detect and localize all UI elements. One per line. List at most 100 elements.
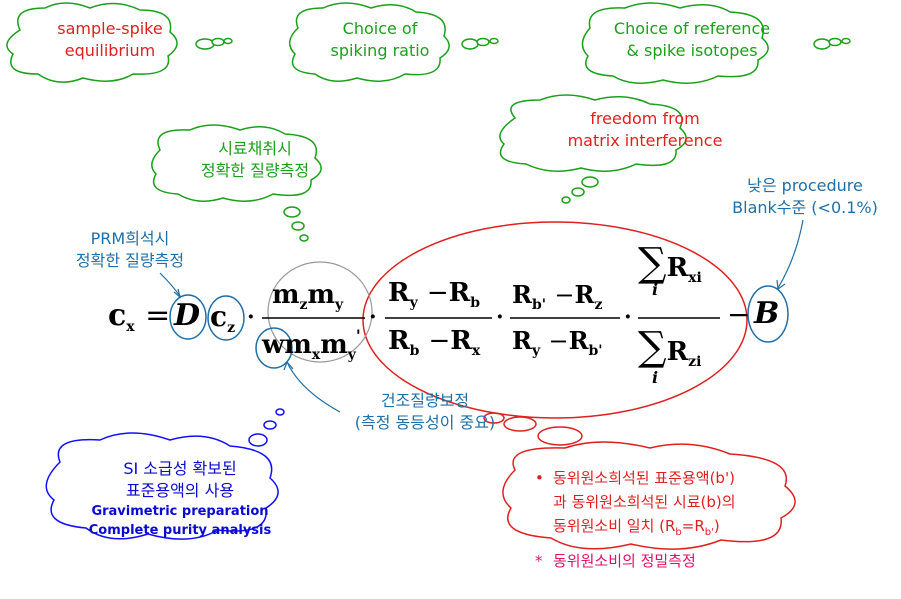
isotope-sub-bp: b' bbox=[704, 527, 714, 538]
red-ellipse bbox=[362, 221, 748, 419]
cloud-isotope bbox=[483, 412, 796, 550]
sampling-line1: 시료채취시 bbox=[218, 139, 292, 158]
reference-text: Choice of reference & spike isotopes bbox=[592, 18, 792, 62]
isotope-item1: • 동위원소희석된 표준용액(b') 과 동위원소희석된 시료(b)의 동위원소… bbox=[535, 466, 855, 545]
cloud-matrix bbox=[499, 94, 687, 204]
prm-line1: PRM희석시 bbox=[90, 229, 170, 248]
dot-1: · bbox=[247, 304, 255, 330]
isotope-line1: 동위원소희석된 표준용액(b') bbox=[553, 469, 735, 487]
bullet-dot: • bbox=[535, 469, 544, 487]
mz: m bbox=[272, 280, 300, 310]
reference-line2: & spike isotopes bbox=[626, 41, 758, 60]
isotope-line3c: ) bbox=[713, 517, 720, 535]
i-bottom: i bbox=[652, 368, 659, 387]
circle-D bbox=[169, 294, 207, 340]
my-sub: y bbox=[334, 297, 344, 313]
prm-note: PRM희석시 정확한 질량측정 bbox=[55, 228, 205, 272]
bullet-star: * bbox=[535, 552, 543, 570]
formula-B: B bbox=[754, 296, 780, 331]
circle-B bbox=[747, 285, 789, 343]
dot-4: · bbox=[624, 304, 632, 330]
grey-circle bbox=[267, 261, 373, 363]
dot-3: · bbox=[496, 304, 504, 330]
minus-2: − bbox=[428, 326, 451, 356]
cloud-sample-spike bbox=[6, 2, 233, 83]
dot-2: · bbox=[369, 304, 377, 330]
den-2: Rb −Rx bbox=[388, 326, 480, 359]
Rbp-sub: b' bbox=[531, 297, 547, 313]
minus-1: − bbox=[426, 278, 449, 308]
Rbp2-sub: b' bbox=[588, 343, 603, 359]
cz-letter: c bbox=[210, 300, 228, 333]
Rb-sub: b bbox=[470, 295, 481, 311]
Rx: R bbox=[450, 326, 472, 356]
matrix-text: freedom from matrix interference bbox=[545, 108, 745, 152]
num-4: ∑Rxi i bbox=[638, 240, 702, 299]
num-1: mzmy bbox=[272, 280, 343, 313]
cloud-reference bbox=[581, 2, 851, 84]
isotope-item2: * 동위원소비의 정밀측정 bbox=[535, 549, 855, 573]
prime: ' bbox=[355, 326, 361, 345]
spiking-ratio-text: Choice of spiking ratio bbox=[300, 18, 460, 62]
isotope-line3a: 동위원소비 일치 (R bbox=[553, 517, 676, 535]
Ry2: R bbox=[512, 326, 532, 355]
Rbp: R bbox=[512, 280, 532, 309]
Ry: R bbox=[388, 278, 410, 308]
blank-note: 낮은 procedure Blank수준 (<0.1%) bbox=[725, 175, 885, 219]
i-top: i bbox=[652, 280, 659, 299]
sample-spike-line2: equilibrium bbox=[64, 41, 156, 60]
cloud-si bbox=[45, 408, 285, 540]
formula-D: D bbox=[174, 298, 201, 333]
formula-lhs: cx = bbox=[108, 298, 170, 335]
reference-line1: Choice of reference bbox=[613, 19, 771, 38]
sample-spike-line1: sample-spike bbox=[57, 19, 163, 38]
den-3: Ry −Rb' bbox=[512, 326, 603, 359]
den-4: ∑Rzi i bbox=[638, 324, 702, 387]
my2-sub: y bbox=[347, 347, 356, 363]
sum-top: ∑ bbox=[638, 240, 667, 286]
spiking-ratio-line2: spiking ratio bbox=[330, 41, 430, 60]
Rbp2: R bbox=[568, 326, 589, 355]
w: w bbox=[262, 330, 285, 360]
prm-line2: 정확한 질량측정 bbox=[75, 251, 185, 270]
Rzi-sub: zi bbox=[688, 354, 702, 370]
Rb2: R bbox=[388, 326, 410, 356]
isotope-line4: 동위원소비의 정밀측정 bbox=[553, 552, 696, 570]
blank-line1: 낮은 procedure bbox=[747, 176, 863, 195]
isotope-sub-b: b bbox=[675, 527, 682, 538]
circle-w bbox=[255, 327, 293, 369]
cx-letter: c bbox=[108, 298, 127, 333]
isotope-text: • 동위원소희석된 표준용액(b') 과 동위원소희석된 시료(b)의 동위원소… bbox=[535, 466, 855, 573]
minus-3: − bbox=[554, 281, 575, 309]
si-line3: Gravimetric preparation bbox=[91, 504, 269, 519]
matrix-line2: matrix interference bbox=[567, 131, 723, 150]
dry-line1: 건조질량보정 bbox=[380, 391, 470, 410]
Rb: R bbox=[448, 278, 471, 308]
formula-cz: cz bbox=[210, 300, 235, 336]
isotope-line3b: =R bbox=[681, 517, 705, 535]
Ry2-sub: y bbox=[531, 343, 541, 359]
equals-sign: = bbox=[145, 298, 171, 333]
Rz-sub: z bbox=[594, 297, 603, 313]
mx-sub: x bbox=[311, 347, 321, 363]
Rz: R bbox=[574, 280, 595, 309]
sum-bottom: ∑ bbox=[638, 324, 667, 370]
minus-B: − bbox=[727, 298, 751, 331]
isotope-line3: 동위원소비 일치 (Rb=Rb') bbox=[553, 514, 736, 545]
Rb2-sub: b bbox=[409, 343, 420, 359]
si-text: SI 소급성 확보된 표준용액의 사용 Gravimetric preparat… bbox=[70, 458, 290, 540]
si-line4: Complete purity analysis bbox=[88, 523, 272, 538]
my2: m bbox=[320, 330, 348, 360]
spiking-ratio-line1: Choice of bbox=[342, 19, 418, 38]
den-1: wmxmy' bbox=[262, 326, 361, 363]
num-2: Ry −Rb bbox=[388, 278, 480, 311]
minus-4: − bbox=[548, 327, 569, 355]
cx-sub: x bbox=[126, 319, 135, 335]
mx: m bbox=[284, 330, 312, 360]
blank-line2: Blank수준 (<0.1%) bbox=[732, 198, 878, 217]
mz-sub: z bbox=[299, 297, 308, 313]
num-3: Rb' −Rz bbox=[512, 280, 602, 313]
si-line2: 표준용액의 사용 bbox=[125, 481, 235, 500]
circle-cz bbox=[207, 295, 245, 341]
